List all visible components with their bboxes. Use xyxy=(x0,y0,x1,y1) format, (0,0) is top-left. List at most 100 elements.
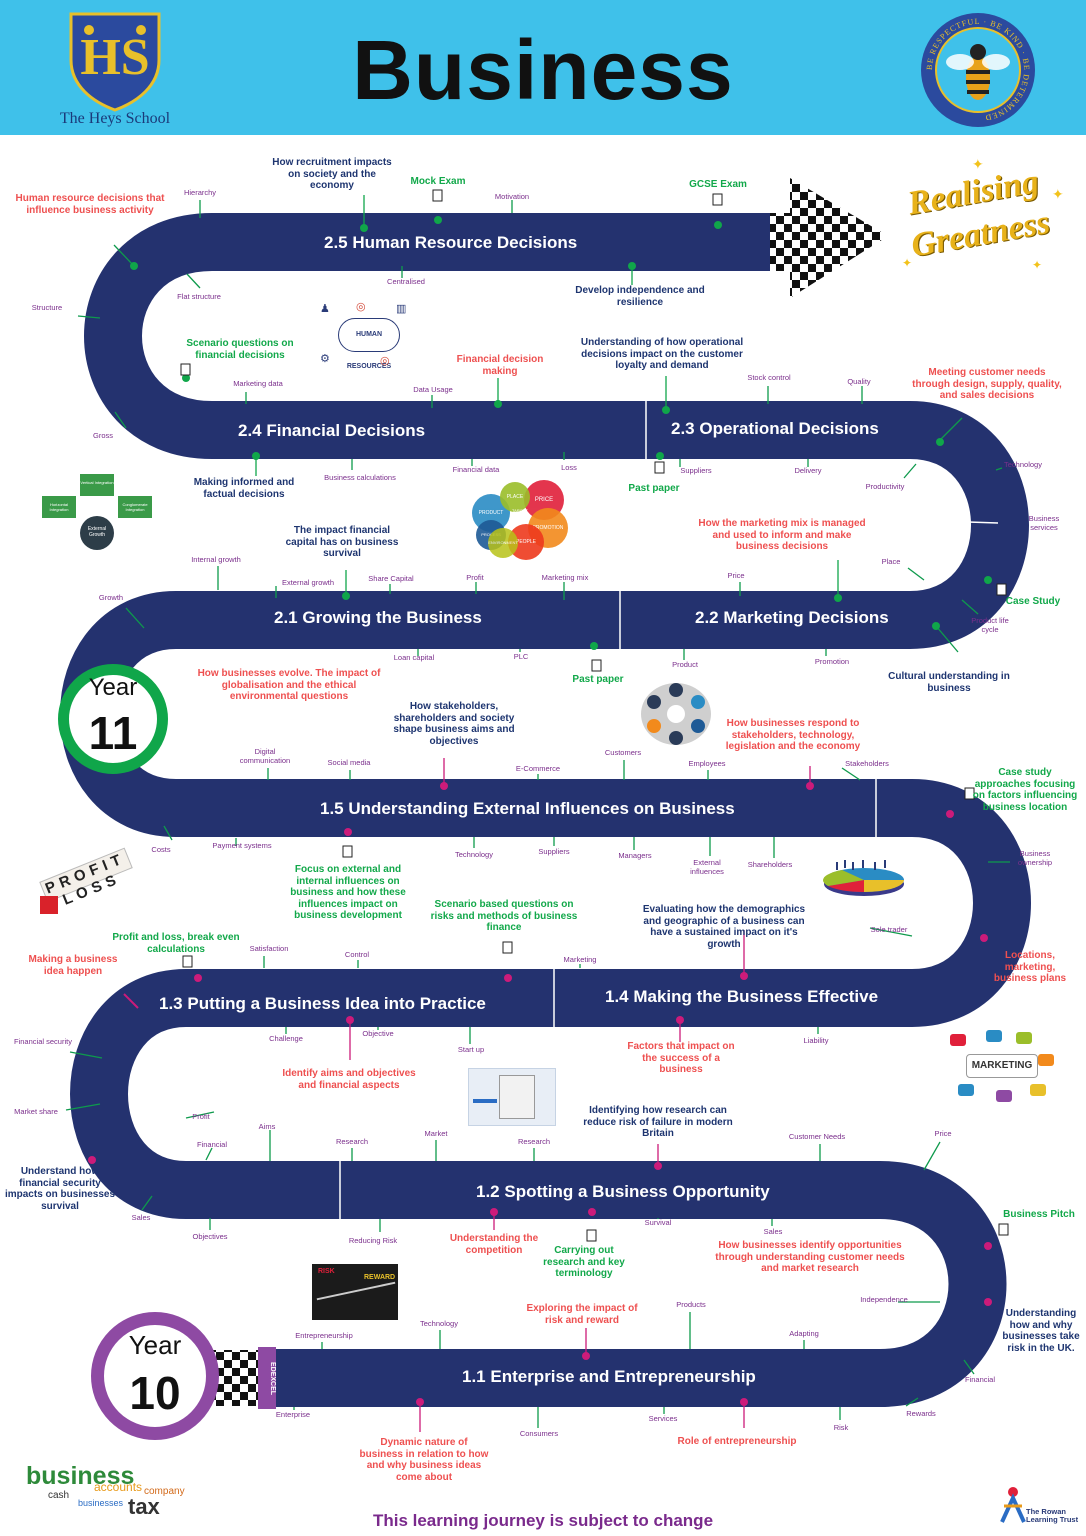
topic-label: Delivery xyxy=(794,466,822,475)
tile-red xyxy=(40,896,58,914)
year-11-ring xyxy=(58,664,168,774)
topic-label: Meeting customer needs through design, s… xyxy=(912,367,1062,401)
section-2-3-title: 2.3 Operational Decisions xyxy=(671,419,879,438)
topic-label: Costs xyxy=(151,845,171,854)
topic-label: Control xyxy=(344,950,370,959)
topic-label: External influences xyxy=(690,858,724,876)
cloud-word-businesses: businesses xyxy=(78,1498,124,1508)
bubble-icon xyxy=(996,1090,1012,1102)
topic-label: Past paper xyxy=(628,483,680,494)
topic-label: Customers xyxy=(604,748,642,757)
topic-label: GCSE Exam xyxy=(689,179,747,190)
topic-label: Managers xyxy=(618,851,652,860)
topic-label: Sales xyxy=(131,1213,151,1222)
year-11-label: Year xyxy=(88,674,138,701)
topic-label: Rewards xyxy=(906,1409,936,1418)
topic-label: Focus on external and internal influence… xyxy=(290,864,406,921)
topic-label: Business ownership xyxy=(1017,849,1053,867)
calculator-icon xyxy=(499,1075,535,1119)
bubble-icon xyxy=(1016,1032,1032,1044)
topic-label: Mock Exam xyxy=(410,176,466,187)
topic-label: Shareholders xyxy=(747,860,793,869)
page-title: Business xyxy=(352,23,734,117)
section-2-2-title: 2.2 Marketing Decisions xyxy=(695,608,889,627)
topic-label: How the marketing mix is managed and use… xyxy=(698,518,866,552)
marketing-bubbles-illustration: MARKETING xyxy=(946,1030,1056,1106)
topic-label: Loan capital xyxy=(393,653,435,662)
topic-label: Marketing data xyxy=(233,379,283,388)
school-shield-logo: HS xyxy=(69,12,161,112)
topic-label: Motivation xyxy=(494,192,530,201)
topic-label: Productivity xyxy=(865,482,905,491)
topic-label: Business calculations xyxy=(324,473,396,482)
year-10-number: 10 xyxy=(129,1367,181,1419)
topic-label: The impact financial capital has on busi… xyxy=(285,525,399,559)
topic-label: Suppliers xyxy=(680,466,712,475)
year-11-number: 11 xyxy=(88,707,138,759)
topic-label: Locations, marketing, business plans xyxy=(993,950,1067,984)
sparkle-icon: ✦ xyxy=(972,156,984,172)
topic-label: Customer Needs xyxy=(788,1132,846,1141)
topic-label: Loss xyxy=(561,463,577,472)
cloud-word-company: company xyxy=(144,1486,185,1497)
topic-label: Quality xyxy=(847,377,871,386)
topic-label: Past paper xyxy=(572,674,624,685)
topic-label: Hierarchy xyxy=(183,188,217,197)
topic-label: Aims xyxy=(258,1122,276,1131)
topic-label: Social media xyxy=(327,758,371,767)
topic-label: Case study approaches focusing on factor… xyxy=(972,767,1078,813)
cloud-word-business: business xyxy=(26,1462,135,1490)
chart-bar xyxy=(473,1099,497,1103)
topic-label: Sales xyxy=(763,1227,783,1236)
topic-label: Evaluating how the demographics and geog… xyxy=(642,904,806,950)
edexcel-label: EDEXCEL xyxy=(269,1362,276,1396)
section-1-4-title: 1.4 Making the Business Effective xyxy=(605,987,879,1006)
hr-cloud: HUMAN RESOURCES xyxy=(338,318,400,370)
topic-label: Place xyxy=(881,557,901,566)
topic-label: Market xyxy=(424,1129,448,1138)
marketing-word: MARKETING xyxy=(966,1054,1038,1078)
topic-label: Business Pitch xyxy=(1003,1209,1075,1220)
topic-label: Enterprise xyxy=(275,1410,311,1419)
stakeholder-wheel-icon xyxy=(641,683,711,745)
topic-label: Products xyxy=(676,1300,706,1309)
topic-label: Objectives xyxy=(192,1232,228,1241)
topic-label: Growth xyxy=(98,593,124,602)
topic-label: Gross xyxy=(92,431,113,440)
topic-label: Entrepreneurship xyxy=(295,1331,353,1340)
topic-label: How businesses identify opportunities th… xyxy=(715,1240,905,1274)
topic-label: How businesses respond to stakeholders, … xyxy=(725,718,861,752)
topic-label: How businesses evolve. The impact of glo… xyxy=(197,668,381,702)
finish-flag-arrow xyxy=(770,178,888,298)
topic-label: Suppliers xyxy=(538,847,570,856)
section-2-5-title: 2.5 Human Resource Decisions xyxy=(324,233,578,252)
topic-label: Flat structure xyxy=(177,292,221,301)
topic-label: Consumers xyxy=(519,1429,559,1438)
topic-label: Identifying how research can reduce risk… xyxy=(583,1105,733,1139)
topic-label: Promotion xyxy=(814,657,850,666)
section-1-5-title: 1.5 Understanding External Influences on… xyxy=(320,799,735,818)
topic-label: Structure xyxy=(31,303,63,312)
sparkle-icon: ✦ xyxy=(1032,258,1043,272)
topic-label: Stakeholders xyxy=(845,759,889,768)
topic-label: Research xyxy=(517,1137,551,1146)
footer-note: This learning journey is subject to chan… xyxy=(372,1511,714,1530)
topic-label: Understanding the competition xyxy=(449,1233,539,1256)
topic-label: Digital communication xyxy=(239,747,291,765)
topic-label: PLC xyxy=(513,652,529,661)
topic-label: Reducing Risk xyxy=(348,1236,398,1245)
topic-label: Research xyxy=(335,1137,369,1146)
section-2-1-title: 2.1 Growing the Business xyxy=(274,608,482,627)
risk-word: RISK xyxy=(318,1268,335,1275)
topic-label: Services xyxy=(648,1414,678,1423)
topic-label: Exploring the impact of risk and reward xyxy=(526,1303,638,1326)
topic-label: Financial security xyxy=(14,1037,72,1046)
people-icon: ♟ xyxy=(320,303,330,315)
reward-word: REWARD xyxy=(364,1274,396,1281)
risk-reward-image: RISK REWARD xyxy=(312,1264,398,1320)
topic-label: Product xyxy=(672,660,698,669)
conglomerate-integration-box: Conglomerate Integration xyxy=(118,496,152,518)
sparkle-icon: ✦ xyxy=(1052,186,1064,202)
topic-label: Price xyxy=(727,571,745,580)
